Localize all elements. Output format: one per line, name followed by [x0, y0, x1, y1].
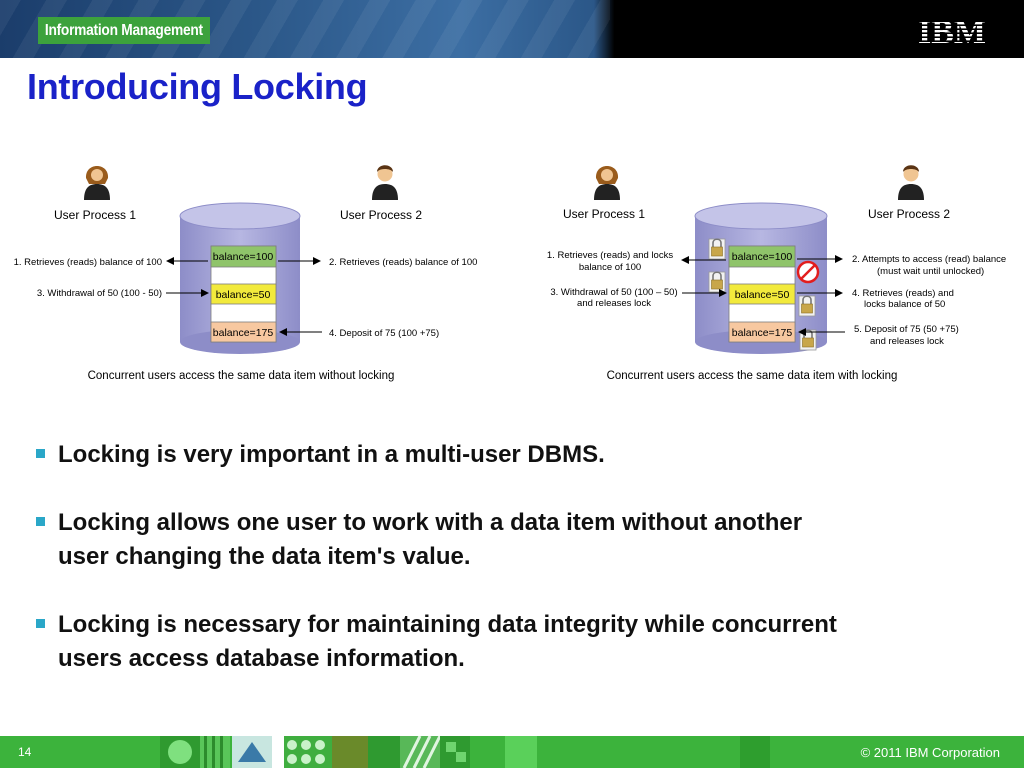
left-step-4: 4. Deposit of 75 (100 +75) — [329, 328, 439, 339]
left-database-cylinder: balance=100 balance=50 balance=175 — [179, 202, 301, 354]
page-number: 14 — [18, 745, 32, 759]
square-bullet-icon — [36, 619, 45, 628]
right-database-cylinder: balance=100 balance=50 balance=175 — [694, 202, 828, 354]
right-step-5-line1: 5. Deposit of 75 (50 +75) — [854, 324, 959, 335]
right-cell-balance-175 — [728, 321, 796, 343]
right-step-1-line2: balance of 100 — [579, 262, 641, 273]
locking-diagram: User Process 1 User Process 2 balance=10… — [0, 160, 1024, 390]
square-bullet-icon — [36, 517, 45, 526]
user-male-icon — [372, 165, 398, 200]
brand-badge: Information Management — [38, 17, 210, 44]
padlock-icon — [708, 271, 726, 293]
left-caption: Concurrent users access the same data it… — [88, 370, 395, 382]
right-step-1-line1: 1. Retrieves (reads) and locks — [547, 250, 673, 261]
svg-text:IBM: IBM — [918, 14, 986, 46]
right-step-4-line2: locks balance of 50 — [864, 299, 945, 310]
svg-text:balance=175: balance=175 — [732, 327, 793, 339]
right-step-3-line1: 3. Withdrawal of 50 (100 – 50) — [550, 287, 677, 298]
svg-text:balance=100: balance=100 — [213, 251, 274, 263]
right-step-2-line2: (must wait until unlocked) — [877, 266, 984, 277]
padlock-icon — [798, 295, 816, 317]
right-cell-balance-50 — [728, 283, 796, 305]
svg-text:balance=175: balance=175 — [213, 327, 274, 339]
bullet-list: Locking is very important in a multi-use… — [36, 438, 996, 710]
bullet-item: Locking is necessary for maintaining dat… — [36, 608, 996, 676]
right-caption: Concurrent users access the same data it… — [607, 370, 898, 382]
left-cell-balance-175 — [210, 321, 277, 343]
right-step-3-line2: and releases lock — [577, 298, 651, 309]
slide-header: Information Management IBM — [0, 0, 1024, 58]
footer-decoration — [160, 736, 770, 768]
svg-text:balance=50: balance=50 — [735, 289, 790, 301]
user-male-icon — [898, 165, 924, 200]
no-entry-icon — [796, 260, 820, 284]
page-title: Introducing Locking — [27, 66, 368, 107]
right-process-2-label: User Process 2 — [868, 207, 950, 221]
ibm-logo: IBM — [918, 14, 986, 46]
left-cell-balance-50 — [210, 283, 277, 305]
right-cell-balance-100 — [728, 245, 796, 268]
left-step-3: 3. Withdrawal of 50 (100 - 50) — [37, 288, 162, 299]
bullet-item: Locking allows one user to work with a d… — [36, 506, 996, 574]
copyright-text: © 2011 IBM Corporation — [860, 745, 1000, 760]
right-step-5-line2: and releases lock — [870, 336, 944, 347]
left-cell-balance-100 — [210, 245, 277, 268]
padlock-icon — [799, 329, 817, 351]
right-process-1-label: User Process 1 — [563, 207, 645, 221]
slide-footer: 14 © 2011 IBM Corporation — [0, 736, 1024, 768]
user-female-icon — [594, 166, 620, 200]
left-step-1: 1. Retrieves (reads) balance of 100 — [14, 257, 162, 268]
padlock-icon — [708, 238, 726, 260]
svg-text:balance=50: balance=50 — [216, 289, 271, 301]
right-step-4-line1: 4. Retrieves (reads) and — [852, 288, 954, 299]
square-bullet-icon — [36, 449, 45, 458]
right-step-2-line1: 2. Attempts to access (read) balance — [852, 254, 1006, 265]
bullet-item: Locking is very important in a multi-use… — [36, 438, 996, 472]
left-step-2: 2. Retrieves (reads) balance of 100 — [329, 257, 477, 268]
left-process-2-label: User Process 2 — [340, 208, 422, 222]
left-process-1-label: User Process 1 — [54, 208, 136, 222]
svg-text:balance=100: balance=100 — [732, 251, 793, 263]
user-female-icon — [84, 166, 110, 200]
